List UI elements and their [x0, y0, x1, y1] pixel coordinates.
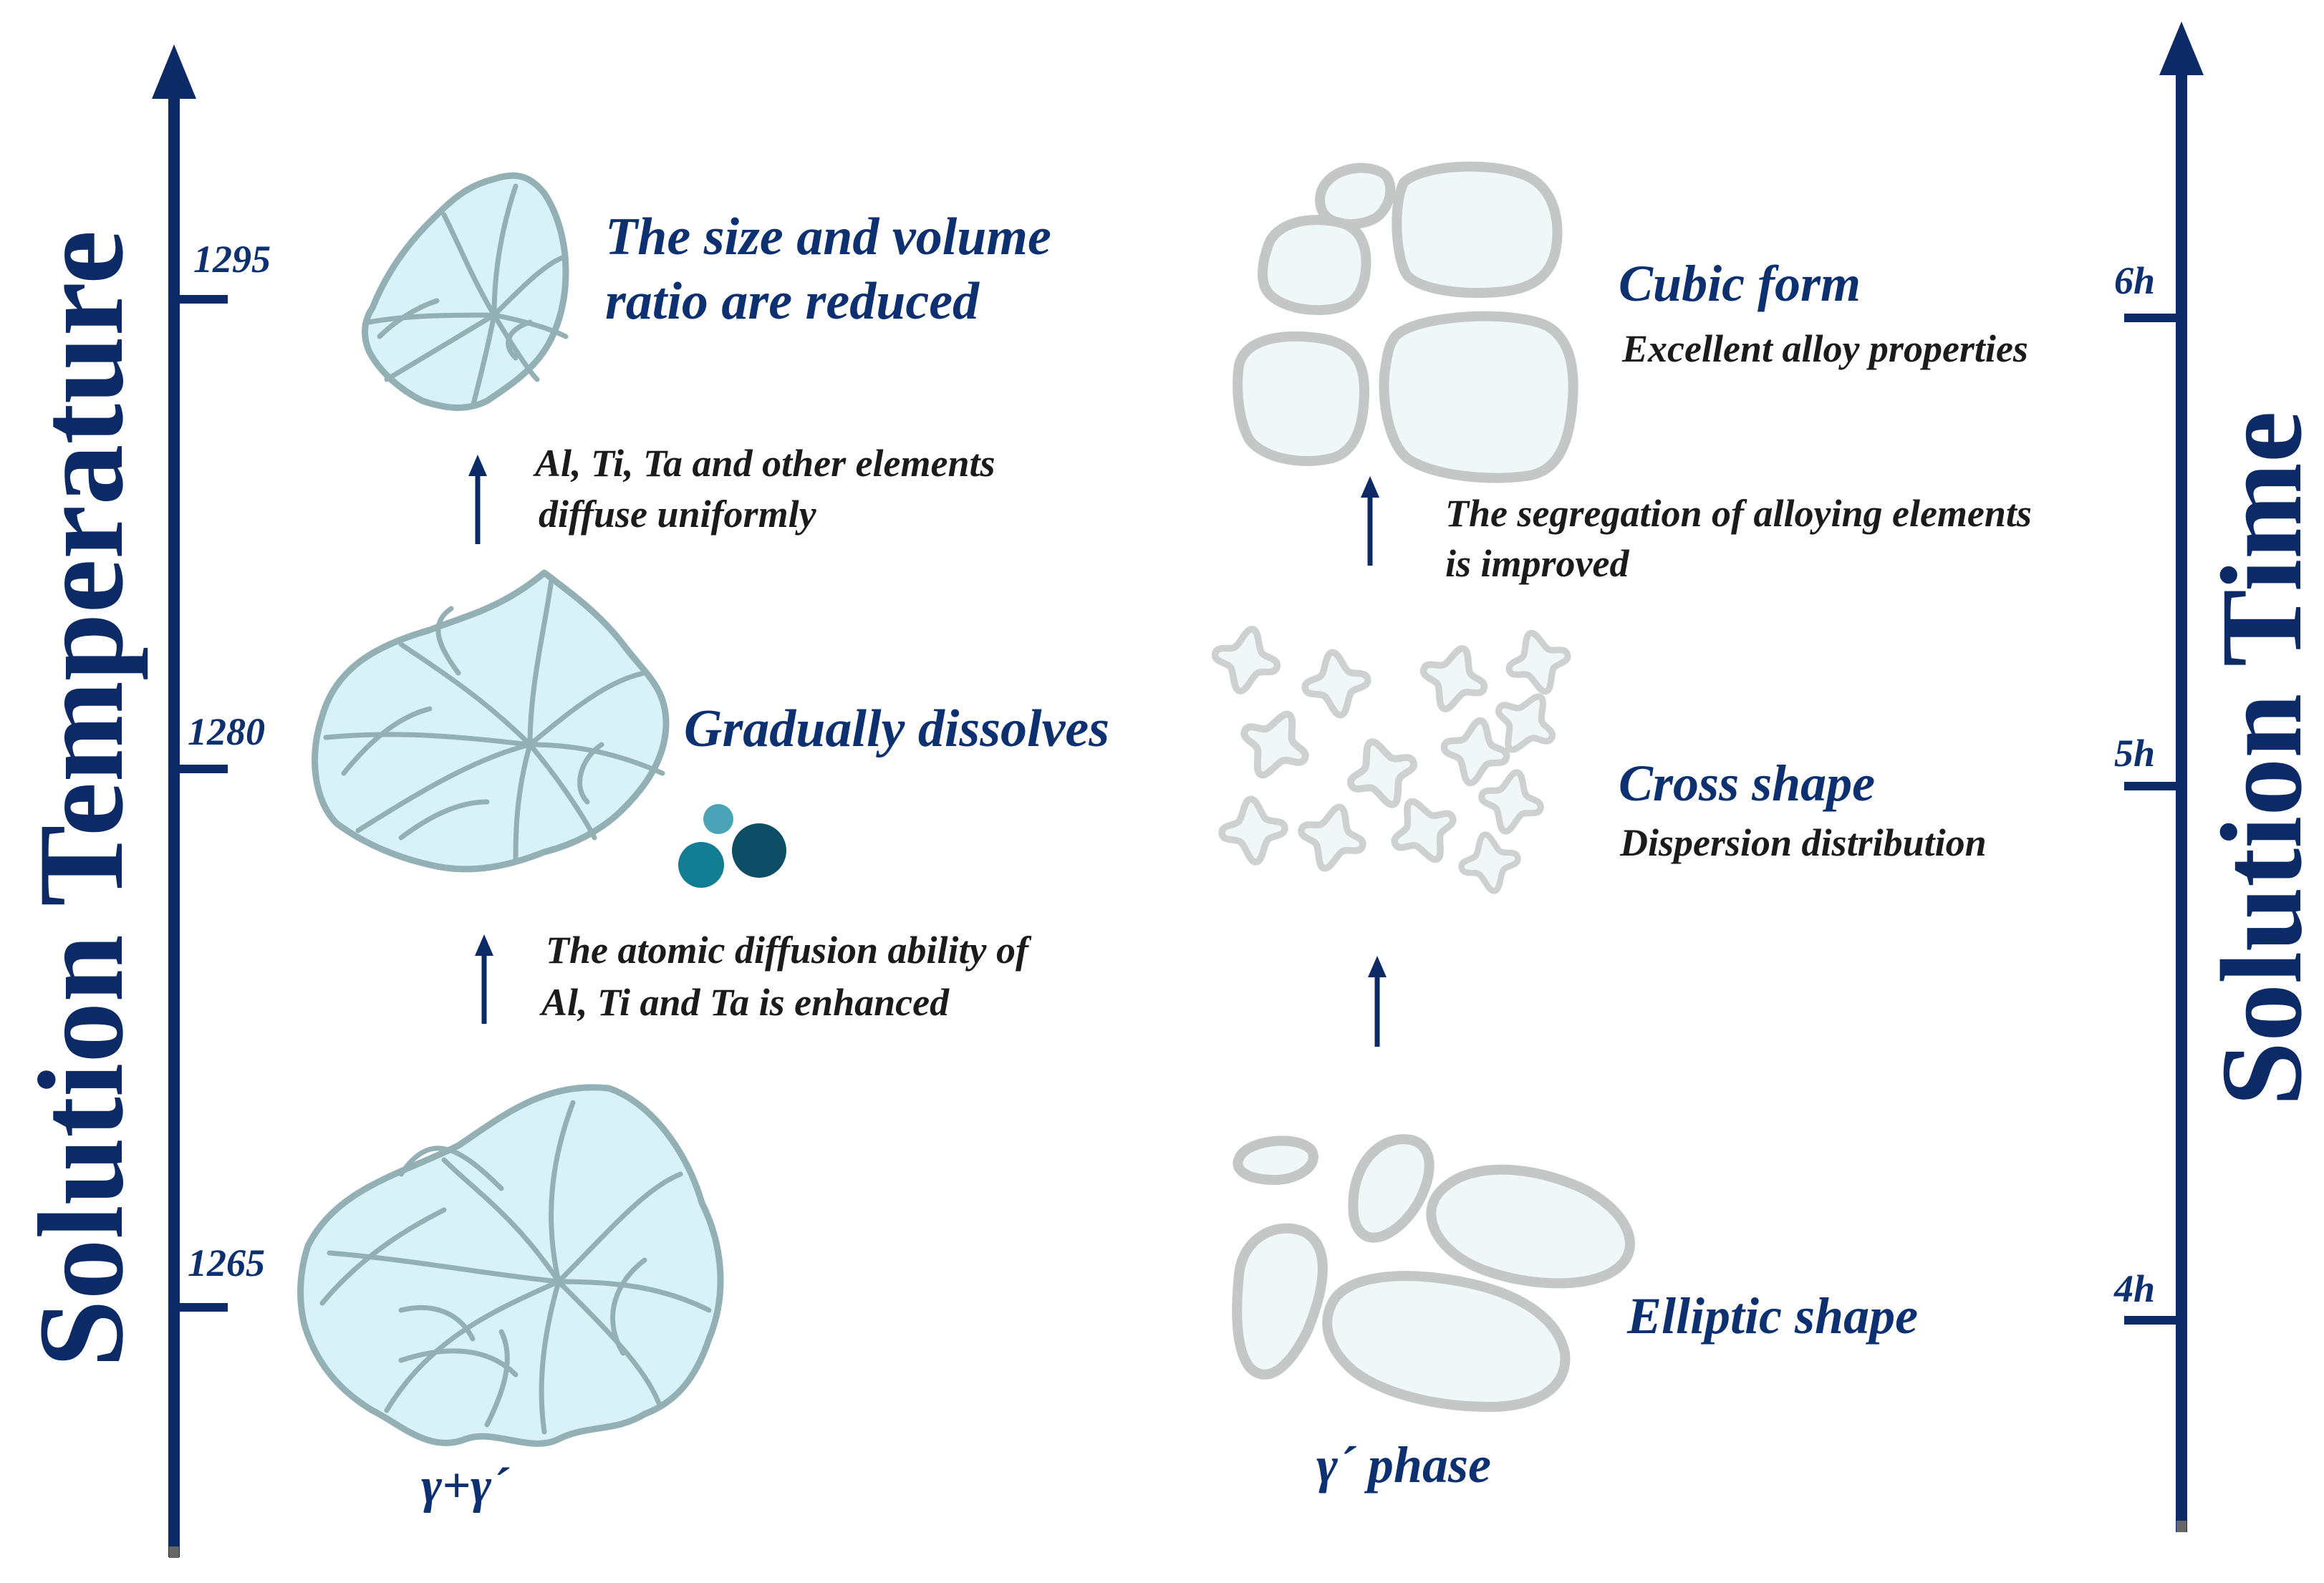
gamma-prime-phase-label: γ´ phase — [1316, 1436, 1491, 1494]
diffusion-note-line1: The atomic diffusion ability of — [546, 929, 1032, 972]
cross-shape-label: Cross shape — [1619, 755, 1875, 812]
temperature-axis: 1265 1280 1295 Solution Temperature — [14, 44, 271, 1558]
cubic-form-label: Cubic form — [1619, 255, 1861, 312]
tick-label-4h: 4h — [2113, 1267, 2155, 1310]
uniform-diffusion-note-line2: diffuse uniformly — [539, 493, 817, 536]
size-volume-label-line1: The size and volume — [605, 208, 1051, 266]
time-axis: 4h 5h 6h Solution Time — [2113, 21, 2324, 1532]
gamma-gamma-prime-label: γ+γ´ — [421, 1458, 510, 1514]
grain-small — [362, 172, 569, 411]
gradually-dissolves-label: Gradually dissolves — [684, 699, 1109, 758]
time-axis-base — [2176, 1521, 2186, 1532]
diffusion-note-line2: Al, Ti and Ta is enhanced — [539, 981, 950, 1024]
grain-medium — [312, 569, 670, 873]
diffusing-atoms — [678, 804, 786, 888]
elliptic-precipitates — [1232, 1134, 1635, 1412]
arrow-left-upper — [468, 455, 487, 544]
elliptic-shape-label: Elliptic shape — [1626, 1287, 1918, 1345]
segregation-note-line1: The segregation of alloying elements — [1445, 492, 2032, 535]
tick-label-1280: 1280 — [188, 710, 265, 753]
cubic-precipitates — [1233, 161, 1578, 483]
cross-precipitates — [1209, 623, 1576, 896]
excellent-alloy-label: Excellent alloy properties — [1621, 327, 2028, 370]
atom-light — [703, 804, 733, 834]
tick-label-5h: 5h — [2114, 732, 2155, 775]
arrow-right-upper — [1361, 476, 1379, 566]
arrow-right-lower — [1368, 956, 1387, 1047]
time-axis-arrowhead — [2159, 21, 2204, 75]
temperature-axis-title: Solution Temperature — [14, 231, 148, 1367]
tick-label-1295: 1295 — [193, 238, 271, 281]
dispersion-distribution-label: Dispersion distribution — [1619, 821, 1987, 864]
atom-dark — [732, 823, 786, 878]
temperature-axis-arrowhead — [152, 44, 196, 99]
size-volume-label-line2: ratio are reduced — [605, 272, 980, 331]
time-axis-title: Solution Time — [2198, 411, 2324, 1106]
segregation-note-line2: is improved — [1445, 542, 1629, 585]
grain-large — [297, 1084, 724, 1447]
arrow-left-lower — [475, 934, 493, 1024]
uniform-diffusion-note-line1: Al, Ti, Ta and other elements — [533, 442, 995, 485]
temperature-axis-base — [169, 1546, 179, 1558]
tick-label-6h: 6h — [2114, 259, 2155, 302]
tick-label-1265: 1265 — [188, 1241, 265, 1284]
atom-mid — [678, 842, 724, 888]
